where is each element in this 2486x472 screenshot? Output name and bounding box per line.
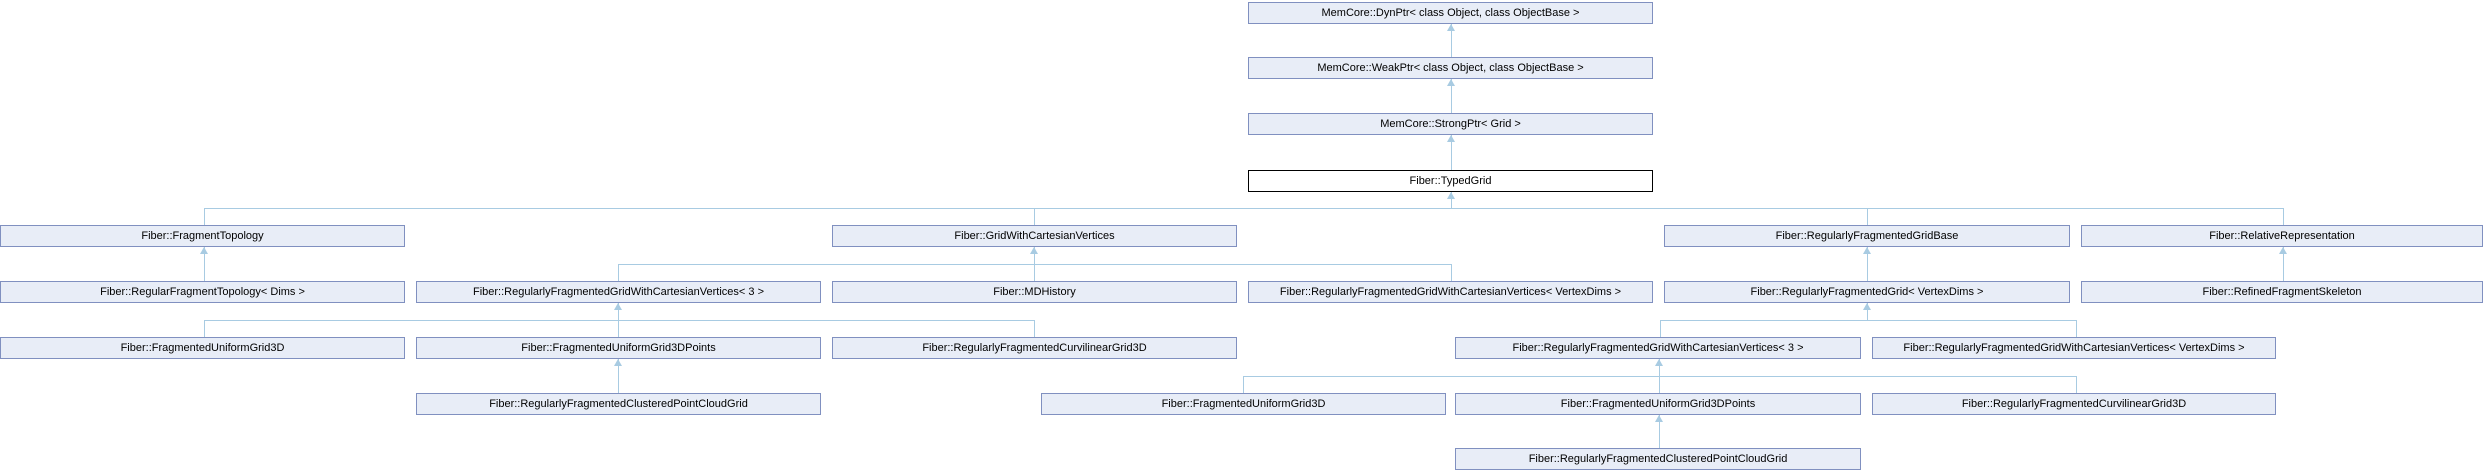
arrow-up-icon	[1447, 79, 1455, 86]
class-node-rfcpcg_left[interactable]: Fiber::RegularlyFragmentedClusteredPoint…	[416, 393, 821, 415]
edge-line	[2076, 376, 2077, 393]
class-node-fragmenttopology[interactable]: Fiber::FragmentTopology	[0, 225, 405, 247]
edge-line	[1451, 79, 1452, 113]
class-node-gridwithcartesianvertices[interactable]: Fiber::GridWithCartesianVertices	[832, 225, 1237, 247]
class-node-regularfragmenttopology[interactable]: Fiber::RegularFragmentTopology< Dims >	[0, 281, 405, 303]
class-node-strongptr[interactable]: MemCore::StrongPtr< Grid >	[1248, 113, 1653, 135]
class-node-typedgrid[interactable]: Fiber::TypedGrid	[1248, 170, 1653, 192]
edge-line	[1451, 192, 1452, 208]
edge-line	[1034, 208, 1035, 225]
class-node-relativerepresentation[interactable]: Fiber::RelativeRepresentation	[2081, 225, 2483, 247]
edge-line	[1659, 415, 1660, 448]
edge-line	[1451, 24, 1452, 57]
class-node-fug3d_left[interactable]: Fiber::FragmentedUniformGrid3D	[0, 337, 405, 359]
arrow-up-icon	[1030, 247, 1038, 254]
edge-line	[618, 359, 619, 393]
edge-line	[618, 303, 619, 320]
edge-line	[1659, 376, 1660, 393]
class-node-fug3dp_right[interactable]: Fiber::FragmentedUniformGrid3DPoints	[1455, 393, 1861, 415]
arrow-up-icon	[614, 359, 622, 366]
edge-line	[1243, 376, 1244, 393]
edge-line	[1660, 320, 2076, 321]
class-node-mdhistory[interactable]: Fiber::MDHistory	[832, 281, 1237, 303]
class-node-fug3dp_left[interactable]: Fiber::FragmentedUniformGrid3DPoints	[416, 337, 821, 359]
edge-line	[1034, 247, 1035, 264]
class-node-rfg_vd[interactable]: Fiber::RegularlyFragmentedGrid< VertexDi…	[1664, 281, 2070, 303]
class-node-refinedfragmentskeleton[interactable]: Fiber::RefinedFragmentSkeleton	[2081, 281, 2483, 303]
edge-line	[204, 208, 2283, 209]
arrow-up-icon	[1447, 135, 1455, 142]
arrow-up-icon	[1863, 303, 1871, 310]
edge-line	[1659, 359, 1660, 376]
edge-line	[204, 320, 205, 337]
edge-line	[618, 264, 619, 281]
edge-line	[204, 247, 205, 281]
edge-line	[618, 320, 619, 337]
edge-line	[1451, 135, 1452, 170]
arrow-up-icon	[614, 303, 622, 310]
edge-line	[2076, 320, 2077, 337]
class-node-rfcpcg_right[interactable]: Fiber::RegularlyFragmentedClusteredPoint…	[1455, 448, 1861, 470]
edge-line	[1243, 376, 2077, 377]
class-node-rfgwcv_vd_lower[interactable]: Fiber::RegularlyFragmentedGridWithCartes…	[1872, 337, 2276, 359]
class-node-weakptr[interactable]: MemCore::WeakPtr< class Object, class Ob…	[1248, 57, 1653, 79]
edge-line	[1867, 247, 1868, 281]
edge-line	[1034, 320, 1035, 337]
class-node-rfgwcv3_lower[interactable]: Fiber::RegularlyFragmentedGridWithCartes…	[1455, 337, 1861, 359]
class-node-rfcg3d_right[interactable]: Fiber::RegularlyFragmentedCurvilinearGri…	[1872, 393, 2276, 415]
edge-line	[1660, 320, 1661, 337]
edge-line	[2283, 208, 2284, 225]
class-node-fug3d_right[interactable]: Fiber::FragmentedUniformGrid3D	[1041, 393, 1446, 415]
edge-line	[1867, 303, 1868, 320]
class-node-dynptr[interactable]: MemCore::DynPtr< class Object, class Obj…	[1248, 2, 1653, 24]
edge-line	[1034, 264, 1035, 281]
arrow-up-icon	[1655, 415, 1663, 422]
edge-line	[1451, 264, 1452, 281]
class-node-rfcg3d_left[interactable]: Fiber::RegularlyFragmentedCurvilinearGri…	[832, 337, 1237, 359]
edge-line	[204, 208, 205, 225]
arrow-up-icon	[1655, 359, 1663, 366]
edge-line	[2283, 247, 2284, 281]
class-node-regularlyfragmentedgridbase[interactable]: Fiber::RegularlyFragmentedGridBase	[1664, 225, 2070, 247]
arrow-up-icon	[2279, 247, 2287, 254]
arrow-up-icon	[200, 247, 208, 254]
edge-line	[1867, 208, 1868, 225]
arrow-up-icon	[1447, 192, 1455, 199]
class-node-rfgwcv_vd_upper[interactable]: Fiber::RegularlyFragmentedGridWithCartes…	[1248, 281, 1653, 303]
arrow-up-icon	[1447, 24, 1455, 31]
arrow-up-icon	[1863, 247, 1871, 254]
class-node-rfgwcv3_upper[interactable]: Fiber::RegularlyFragmentedGridWithCartes…	[416, 281, 821, 303]
edge-line	[204, 320, 1034, 321]
